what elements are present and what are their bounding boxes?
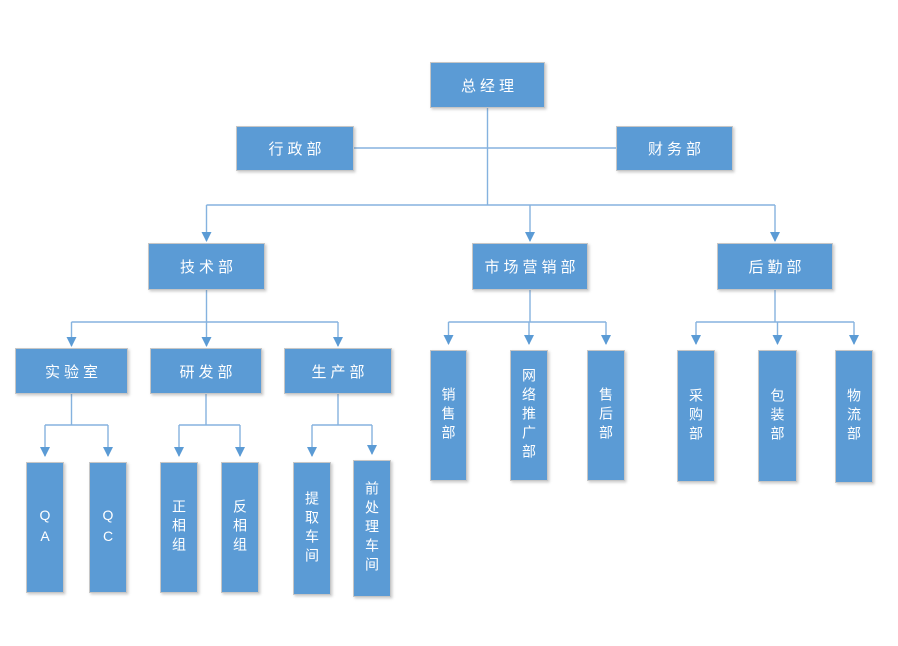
node-marketing-dept[interactable]: 市场营销部 <box>472 243 588 290</box>
node-finance-dept-label: 财务部 <box>647 141 705 158</box>
node-production-dept[interactable]: 生产部 <box>284 348 392 394</box>
node-marketing-dept-label: 市场营销部 <box>484 259 580 276</box>
node-logistics-dept[interactable]: 物流部 <box>835 350 873 483</box>
node-pretreatment-workshop-label: 前处理车间 <box>364 481 380 576</box>
node-purchasing-dept[interactable]: 采购部 <box>677 350 715 482</box>
bus-marketing <box>448 290 606 323</box>
node-pretreatment-workshop[interactable]: 前处理车间 <box>353 460 391 597</box>
node-production-dept-label: 生产部 <box>311 363 369 381</box>
node-reverse-phase-group[interactable]: 反相组 <box>221 462 259 593</box>
node-aftersales-dept-label: 售后部 <box>598 387 614 444</box>
bus-production <box>312 394 372 426</box>
node-general-manager-label: 总经理 <box>460 77 518 95</box>
node-general-manager[interactable]: 总经理 <box>430 62 545 108</box>
bus-tech <box>71 290 338 323</box>
node-online-promotion-dept-label: 网络推广部 <box>521 368 537 463</box>
node-sales-dept[interactable]: 销售部 <box>430 350 467 481</box>
node-normal-phase-group[interactable]: 正相组 <box>160 462 198 593</box>
node-packaging-dept-label: 包装部 <box>769 387 786 445</box>
node-tech-dept-label: 技术部 <box>179 259 237 276</box>
node-qa[interactable]: QA <box>26 462 64 593</box>
node-qc[interactable]: QC <box>89 462 127 593</box>
node-finance-dept[interactable]: 财务部 <box>616 126 733 171</box>
node-aftersales-dept[interactable]: 售后部 <box>587 350 625 481</box>
bus-lab <box>45 394 108 426</box>
node-logistics-support-dept-label: 后勤部 <box>748 259 806 276</box>
node-qa-label: QA <box>37 506 53 549</box>
node-reverse-phase-group-label: 反相组 <box>232 499 248 556</box>
node-extraction-workshop[interactable]: 提取车间 <box>293 462 331 595</box>
bus-support <box>696 290 854 323</box>
node-admin-dept-label: 行政部 <box>268 141 326 158</box>
node-laboratory[interactable]: 实验室 <box>15 348 128 394</box>
bus-rnd <box>179 394 240 426</box>
node-admin-dept[interactable]: 行政部 <box>236 126 354 171</box>
node-purchasing-dept-label: 采购部 <box>688 387 704 445</box>
node-qc-label: QC <box>100 506 116 549</box>
node-extraction-workshop-label: 提取车间 <box>304 490 320 567</box>
node-online-promotion-dept[interactable]: 网络推广部 <box>510 350 548 481</box>
node-tech-dept[interactable]: 技术部 <box>148 243 265 290</box>
node-rnd-dept-label: 研发部 <box>179 363 237 381</box>
node-sales-dept-label: 销售部 <box>440 387 457 444</box>
node-packaging-dept[interactable]: 包装部 <box>758 350 797 482</box>
node-normal-phase-group-label: 正相组 <box>171 499 187 556</box>
node-laboratory-label: 实验室 <box>44 363 102 381</box>
node-rnd-dept[interactable]: 研发部 <box>150 348 262 394</box>
node-logistics-support-dept[interactable]: 后勤部 <box>717 243 833 290</box>
node-logistics-dept-label: 物流部 <box>846 388 862 445</box>
